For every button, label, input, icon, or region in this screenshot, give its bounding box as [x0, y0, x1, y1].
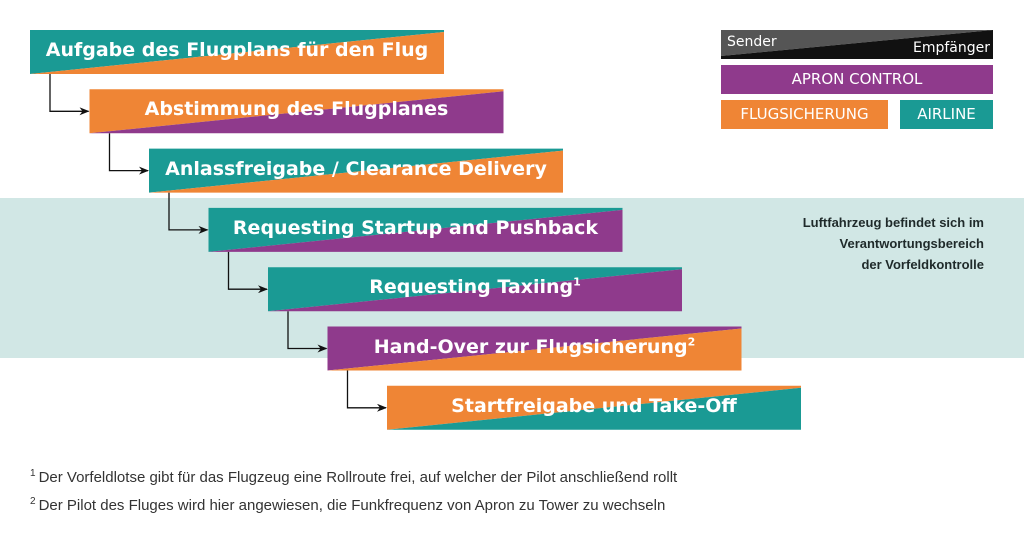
footnote-2-marker: 2 [30, 496, 36, 507]
step-sender-part [208, 207, 623, 252]
step-receiver-part [30, 32, 444, 74]
connector-arrow [227, 251, 268, 294]
connector-arrow [108, 133, 149, 175]
step-text: Requesting Startup and Pushback [232, 216, 599, 239]
flow-step-label: Requesting Taxiing1 [268, 265, 682, 309]
step-text: Requesting Taxiing [369, 276, 574, 299]
connector-arrow [49, 74, 90, 116]
step-text: Abstimmung des Flugplanes [144, 98, 449, 121]
step-text: Anlassfreigabe / Clearance Delivery [165, 157, 547, 180]
legend-apron-control: APRON CONTROL [721, 65, 993, 94]
flow-step-label: Abstimmung des Flugplanes [90, 87, 504, 131]
step-receiver-part [149, 150, 563, 193]
step-receiver-part [268, 269, 682, 312]
flow-step-label: Anlassfreigabe / Clearance Delivery [149, 147, 563, 191]
connector-arrow [287, 311, 328, 353]
legend-receiver-label: Empfänger [912, 40, 990, 56]
flow-step-label: Requesting Startup and Pushback [209, 206, 623, 250]
step-sender-part [30, 30, 444, 74]
footnote-2-text: Der Pilot des Fluges wird hier angewiese… [38, 497, 666, 514]
legend-flugsicherung: FLUGSICHERUNG [721, 100, 888, 129]
legend-sender-label: Sender [727, 34, 777, 50]
band-note-line-2: Verantwortungsbereich [839, 236, 984, 251]
step-sender-part [387, 385, 801, 430]
footnote-1-text: Der Vorfeldlotse gibt für das Flugzeug e… [38, 469, 678, 486]
step-sender-part [327, 326, 742, 371]
flow-step-5 [268, 267, 682, 312]
flow-step-label: Hand-Over zur Flugsicherung2 [328, 325, 742, 369]
flow-step-4 [208, 207, 623, 252]
band-note-line-3: der Vorfeldkontrolle [861, 257, 984, 272]
footnote-marker: 1 [573, 275, 581, 289]
step-receiver-part [208, 209, 623, 252]
band-note-line-1: Luftfahrzeug befindet sich im [802, 215, 984, 230]
flow-step-1 [30, 30, 444, 74]
flow-step-3 [149, 148, 563, 193]
connector-arrow [168, 192, 209, 234]
band-note: Luftfahrzeug befindet sich im Verantwort… [684, 212, 984, 275]
step-sender-part [149, 148, 563, 193]
step-text: Hand-Over zur Flugsicherung [373, 335, 688, 358]
flow-step-label: Aufgabe des Flugplans für den Flug [30, 28, 444, 72]
legend-airline: AIRLINE [900, 100, 993, 129]
legend-receiver-part [721, 30, 993, 59]
flow-step-2 [89, 89, 504, 134]
step-text: Aufgabe des Flugplans für den Flug [45, 39, 429, 61]
step-sender-part [268, 267, 682, 312]
step-text: Startfreigabe und Take-Off [451, 394, 737, 417]
connector-arrow [346, 370, 387, 412]
footnote-marker: 2 [687, 335, 696, 349]
step-receiver-part [89, 91, 504, 134]
flow-step-6 [327, 326, 742, 371]
flow-step-label: Startfreigabe und Take-Off [387, 384, 801, 428]
step-sender-part [89, 89, 504, 134]
step-receiver-part [387, 387, 801, 430]
footnote-1-marker: 1 [30, 468, 36, 479]
flow-step-7 [387, 385, 801, 430]
step-receiver-part [327, 328, 742, 371]
